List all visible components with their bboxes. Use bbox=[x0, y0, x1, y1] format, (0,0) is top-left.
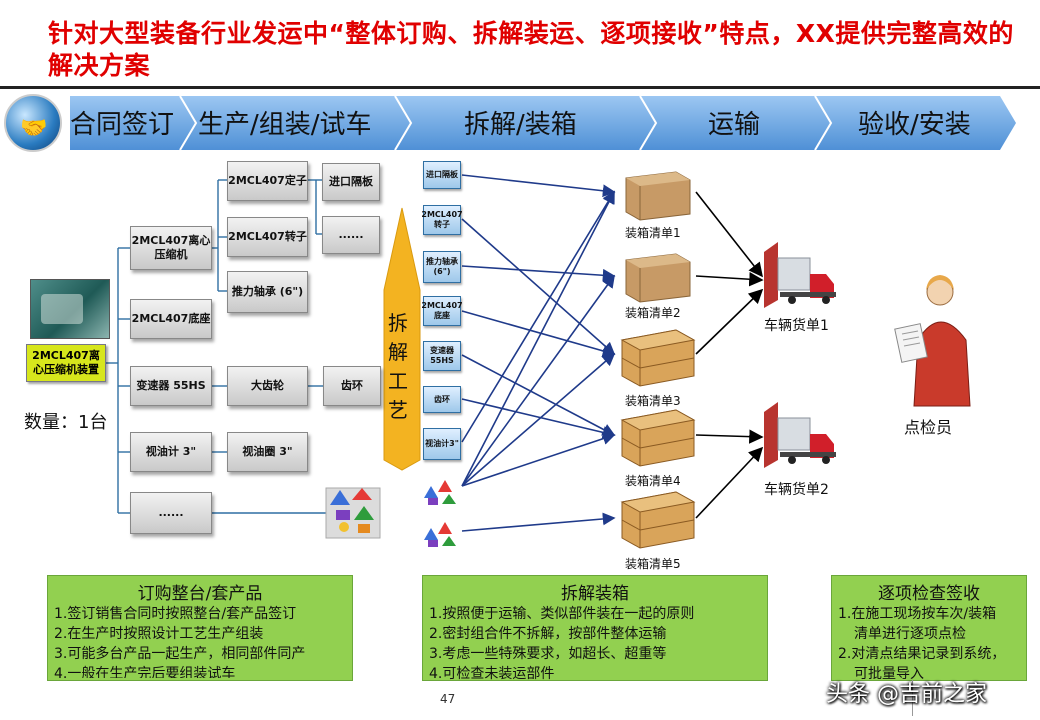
info-box-inspection-line: 可批量导入 bbox=[854, 666, 924, 681]
wooden-crate-4-icon bbox=[620, 409, 696, 467]
info-box-inspection: 逐项检查签收 1.在施工现场按车次/装箱 清单进行逐项点检 2.对清点结果记录到… bbox=[831, 575, 1027, 681]
info-box-order: 订购整台/套产品 1.签订销售合同时按照整台/套产品签订 2.在生产时按照设计工… bbox=[47, 575, 353, 681]
part-thrust-bearing: 推力轴承(6") bbox=[423, 251, 461, 283]
part-gearbox: 变速器55HS bbox=[423, 341, 461, 371]
cardboard-box-1-icon bbox=[625, 171, 691, 221]
stage-production: 生产/组装/试车 bbox=[198, 110, 372, 140]
info-box-order-line: 4.一般在生产完后要组装试车 bbox=[54, 666, 236, 678]
level1-compressor: 2MCL407离心压缩机 bbox=[130, 226, 212, 270]
stage-arrow-2 bbox=[180, 96, 411, 150]
disassembly-process-label: 拆解工艺 bbox=[388, 311, 408, 422]
info-box-inspection-line: 2.对清点结果记录到系统， bbox=[838, 646, 1006, 662]
parts-pile-icon bbox=[325, 487, 381, 539]
stage-contract: 合同签订 bbox=[70, 110, 175, 140]
info-box-packing: 拆解装箱 1.按照便于运输、类似部件装在一起的原则 2.密封组合件不拆解，按部件… bbox=[422, 575, 768, 682]
info-box-order-line: 1.签订销售合同时按照整台/套产品签订 bbox=[54, 606, 297, 622]
truck-1-icon bbox=[764, 242, 836, 308]
disassembly-arrow bbox=[383, 207, 421, 471]
info-box-inspection-line: 1.在施工现场按车次/装箱 bbox=[838, 606, 997, 622]
wooden-crate-3-icon bbox=[620, 329, 696, 387]
level2-sight-ring: 视油圈 3" bbox=[227, 432, 308, 472]
vehicle-list-2-label: 车辆货单2 bbox=[764, 482, 829, 498]
stage-disassembly: 拆解/装箱 bbox=[464, 110, 577, 140]
stage-transport: 运输 bbox=[708, 110, 761, 140]
info-box-packing-line: 4.可检查未装运部件 bbox=[429, 666, 555, 682]
info-box-packing-line: 1.按照便于运输、类似部件装在一起的原则 bbox=[429, 606, 695, 622]
wooden-crate-5-icon bbox=[620, 491, 696, 549]
info-box-packing-title: 拆解装箱 bbox=[561, 584, 629, 604]
root-equipment-box: 2MCL407离心压缩机装置 bbox=[26, 344, 106, 382]
process-arrow-bar bbox=[70, 95, 1016, 151]
info-box-inspection-line: 清单进行逐项点检 bbox=[854, 626, 966, 642]
inspector-label: 点检员 bbox=[904, 418, 953, 437]
info-box-inspection-title: 逐项检查签收 bbox=[878, 584, 980, 604]
part-base: 2MCL407底座 bbox=[421, 296, 463, 326]
footer-divider bbox=[912, 680, 913, 716]
stage-arrow-3 bbox=[395, 96, 656, 150]
compressor-photo bbox=[30, 279, 110, 339]
level1-base: 2MCL407底座 bbox=[130, 299, 212, 339]
packing-list-3-label: 装箱清单3 bbox=[625, 394, 681, 408]
level3-more: ...... bbox=[322, 216, 380, 254]
stage-arrow-1 bbox=[70, 96, 196, 150]
packing-list-4-label: 装箱清单4 bbox=[625, 474, 681, 488]
level2-thrust-bearing: 推力轴承 (6") bbox=[227, 271, 308, 313]
cardboard-box-2-icon bbox=[625, 253, 691, 303]
parts-pile-small-2-icon bbox=[424, 522, 456, 547]
packing-list-5-label: 装箱清单5 bbox=[625, 557, 681, 571]
info-box-order-line: 2.在生产时按照设计工艺生产组装 bbox=[54, 626, 264, 642]
part-rotor: 2MCL407转子 bbox=[421, 205, 463, 235]
level3-gear-ring: 齿环 bbox=[323, 366, 381, 406]
level2-stator: 2MCL407定子 bbox=[227, 161, 308, 201]
inspector-icon bbox=[894, 275, 971, 407]
level1-gearbox: 变速器 55HS bbox=[130, 366, 212, 406]
title-divider bbox=[0, 86, 1040, 89]
handshake-globe-icon: 🤝 bbox=[4, 94, 62, 152]
parts-pile-small-1-icon bbox=[424, 480, 456, 505]
part-gear-ring: 齿环 bbox=[423, 386, 461, 413]
info-box-order-title: 订购整台/套产品 bbox=[137, 584, 263, 604]
info-box-packing-line: 2.密封组合件不拆解，按部件整体运输 bbox=[429, 626, 667, 642]
page-title: 针对大型装备行业发运中“整体订购、拆解装运、逐项接收”特点，XX提供完整高效的解… bbox=[48, 19, 1014, 80]
level3-inlet-diaphragm: 进口隔板 bbox=[322, 163, 380, 201]
level2-big-gear: 大齿轮 bbox=[227, 366, 308, 406]
level1-more: ...... bbox=[130, 492, 212, 534]
info-box-order-line: 3.可能多台产品一起生产，相同部件同产 bbox=[54, 646, 306, 662]
packing-list-2-label: 装箱清单2 bbox=[625, 306, 681, 320]
level1-sight-glass: 视油计 3" bbox=[130, 432, 212, 472]
info-box-packing-line: 3.考虑一些特殊要求，如超长、超重等 bbox=[429, 646, 667, 662]
stage-arrow-4 bbox=[640, 96, 831, 150]
part-inlet-diaphragm: 进口隔板 bbox=[423, 161, 461, 189]
truck-2-icon bbox=[764, 402, 836, 468]
part-sight-glass: 视油计3" bbox=[423, 428, 461, 460]
quantity-label: 数量：1台 bbox=[24, 412, 108, 433]
vehicle-list-1-label: 车辆货单1 bbox=[764, 318, 829, 334]
level2-rotor: 2MCL407转子 bbox=[227, 217, 308, 257]
packing-list-1-label: 装箱清单1 bbox=[625, 226, 681, 240]
stage-acceptance: 验收/安装 bbox=[858, 110, 971, 140]
watermark: 头条 @吉前之家 bbox=[826, 682, 987, 707]
stage-arrow-5 bbox=[815, 96, 1016, 150]
page-number: 47 bbox=[440, 692, 456, 706]
